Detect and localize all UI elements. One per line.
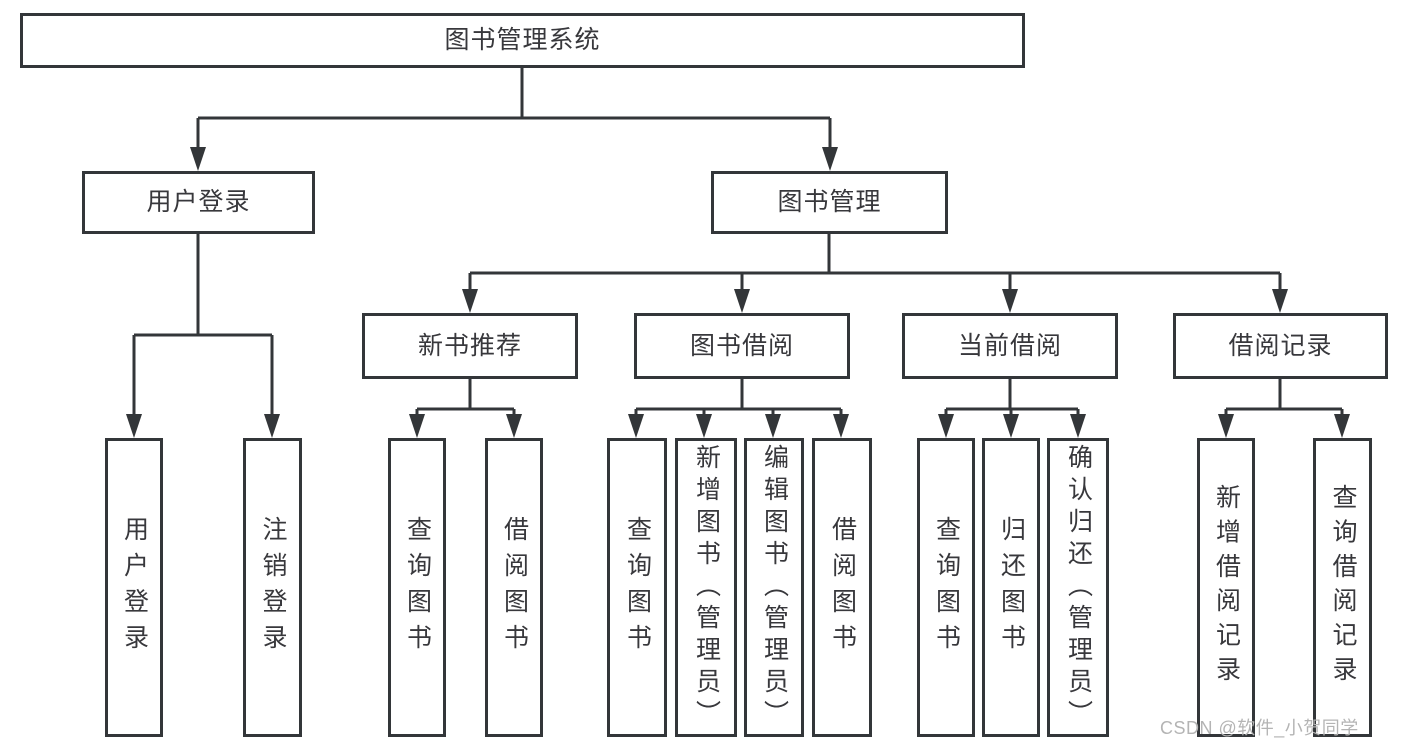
node-system-root-label: 图书管理系统 [444,26,601,54]
node-book-management-label: 图书管理 [777,188,882,216]
node-system-root: 图书管理系统 [20,13,1025,68]
leaf-query-books-1-label: 查询图书 [403,515,432,660]
node-new-book-recommend-label: 新书推荐 [417,331,522,360]
node-new-book-recommend: 新书推荐 [362,313,578,379]
leaf-borrow-books-2-label: 借阅图书 [828,515,857,660]
leaf-add-books-admin: 新增图书（管理员） [675,438,737,737]
leaf-add-books-admin-label: 新增图书（管理员） [692,443,721,732]
leaf-query-books-2: 查询图书 [607,438,667,737]
leaf-add-borrow-record: 新增借阅记录 [1197,438,1255,737]
tree-edges [132,68,1344,418]
leaf-user-login: 用户登录 [105,438,163,737]
leaf-return-books: 归还图书 [982,438,1040,737]
leaf-query-borrow-record-label: 查询借阅记录 [1329,484,1357,691]
leaf-query-borrow-record: 查询借阅记录 [1313,438,1372,737]
leaf-logout: 注销登录 [243,438,302,737]
node-borrow-records: 借阅记录 [1173,313,1388,379]
leaf-edit-books-admin-label: 编辑图书（管理员） [760,443,789,732]
leaf-logout-label: 注销登录 [259,515,287,660]
node-current-borrow-label: 当前借阅 [957,331,1062,360]
watermark: CSDN @软件_小贺同学 [1160,718,1359,738]
leaf-borrow-books-1: 借阅图书 [485,438,543,737]
leaf-query-books-2-label: 查询图书 [623,515,652,660]
leaf-confirm-return-admin-label: 确认归还（管理员） [1064,443,1093,732]
leaf-confirm-return-admin: 确认归还（管理员） [1047,438,1109,737]
node-user-login-label: 用户登录 [146,188,251,216]
leaf-user-login-label: 用户登录 [120,515,149,660]
node-current-borrow: 当前借阅 [902,313,1118,379]
node-book-borrow-label: 图书借阅 [689,331,794,360]
leaf-edit-books-admin: 编辑图书（管理员） [744,438,804,737]
leaf-query-books-1: 查询图书 [388,438,446,737]
leaf-borrow-books-2: 借阅图书 [812,438,872,737]
leaf-return-books-label: 归还图书 [997,515,1026,660]
leaf-query-books-3-label: 查询图书 [932,515,961,660]
node-user-login: 用户登录 [82,171,315,234]
arrowheads [126,147,1350,438]
leaf-add-borrow-record-label: 新增借阅记录 [1212,484,1241,691]
leaf-query-books-3: 查询图书 [917,438,975,737]
node-book-borrow: 图书借阅 [634,313,850,379]
leaf-borrow-books-1-label: 借阅图书 [500,515,529,660]
node-book-management: 图书管理 [711,171,948,234]
node-borrow-records-label: 借阅记录 [1228,331,1333,360]
